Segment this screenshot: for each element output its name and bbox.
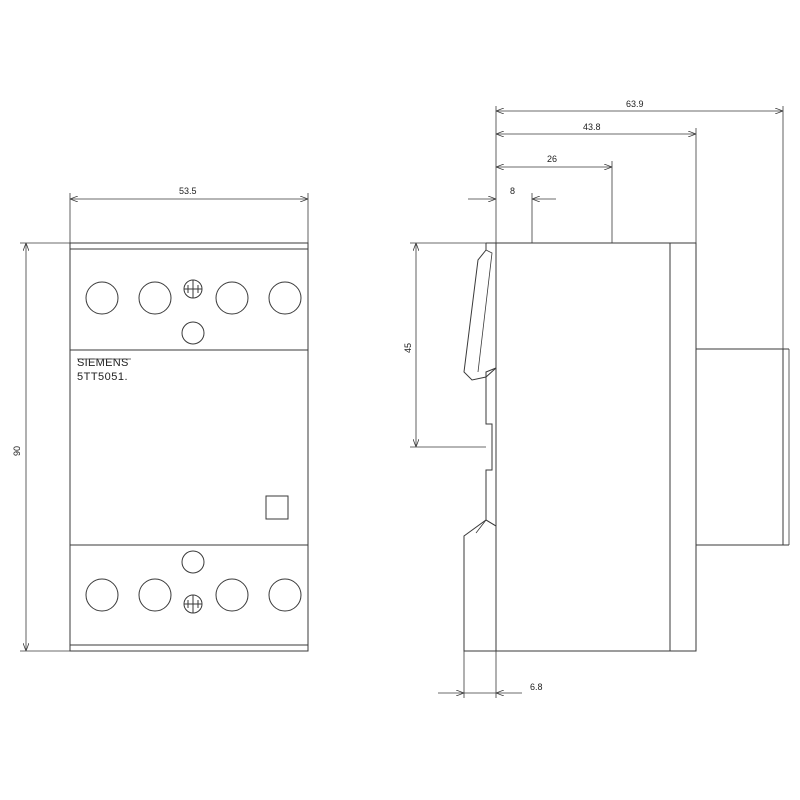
base-dimension: 6.8 xyxy=(438,651,543,698)
terminal-top-4 xyxy=(268,281,302,315)
height-dimension: 90 xyxy=(12,242,70,652)
din-clip-top xyxy=(463,243,497,381)
height-dim-label: 90 xyxy=(12,446,22,456)
depth-2-label: 43.8 xyxy=(583,122,601,132)
rail-height-dimension: 45 xyxy=(403,242,486,448)
test-hole-bottom xyxy=(181,550,205,574)
depth-dimension-3: 26 xyxy=(496,154,613,243)
din-clip-bottom-inner xyxy=(475,519,487,534)
base-dim-label: 6.8 xyxy=(530,682,543,692)
din-clip-bottom xyxy=(463,519,497,652)
terminal-top-3 xyxy=(215,281,249,315)
width-dimension: 53.5 xyxy=(69,186,309,243)
front-view: SIEMENS 5TT5051. 53.5 9 xyxy=(12,186,309,652)
test-hole-top xyxy=(181,321,205,345)
depth-dimension-4: 8 xyxy=(468,186,556,243)
side-view: 63.9 43.8 26 8 45 xyxy=(403,99,790,698)
terminal-bottom-4 xyxy=(268,578,302,612)
din-clip-top-inner xyxy=(477,249,493,373)
terminal-top-1 xyxy=(85,281,119,315)
width-dim-label: 53.5 xyxy=(179,186,197,196)
brand-label: SIEMENS xyxy=(77,357,129,369)
depth-dimension-2: 43.8 xyxy=(496,122,697,243)
indicator-window xyxy=(265,495,289,520)
terminal-top-2 xyxy=(138,281,172,315)
screw-bottom-icon xyxy=(183,594,203,614)
terminal-bottom-2 xyxy=(138,578,172,612)
depth-4-label: 8 xyxy=(510,186,515,196)
din-rail-slot xyxy=(485,367,497,527)
rail-height-label: 45 xyxy=(403,343,413,353)
side-front-step xyxy=(695,243,784,546)
front-body-outline xyxy=(69,242,309,652)
depth-total-label: 63.9 xyxy=(626,99,644,109)
model-label: 5TT5051. xyxy=(77,371,128,383)
depth-dimension-total: 63.9 xyxy=(495,99,784,349)
screw-top-icon xyxy=(183,279,203,299)
depth-3-label: 26 xyxy=(547,154,557,164)
terminal-bottom-3 xyxy=(215,578,249,612)
side-body-outline xyxy=(486,242,697,652)
terminal-bottom-1 xyxy=(85,578,119,612)
